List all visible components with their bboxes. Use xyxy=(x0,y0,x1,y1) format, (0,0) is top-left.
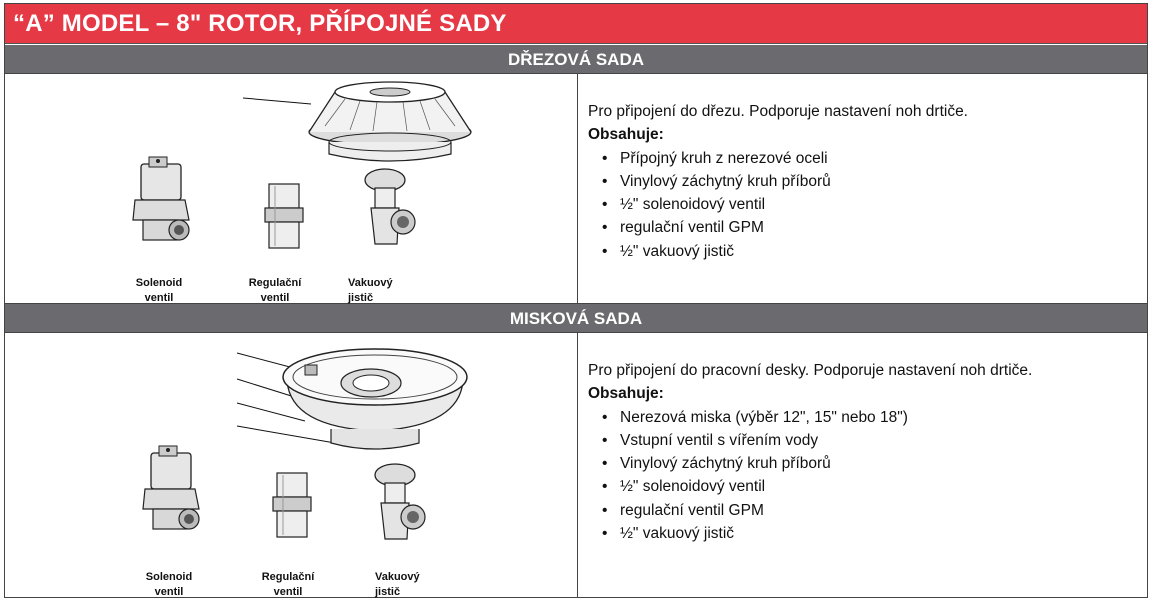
sink-kit-contains-label: Obsahuje: xyxy=(588,126,664,144)
sink-kit-description: Pro připojení do dřezu. Podporuje nastav… xyxy=(588,74,1147,303)
list-item: Přípojný kruh z nerezové oceli xyxy=(602,147,1147,171)
list-item: regulační ventil GPM xyxy=(602,216,1147,240)
list-item: ½" vakuový jistič xyxy=(602,240,1147,264)
sink-kit-illustration: Solenoid ventil Regulační ventil Vakuový… xyxy=(5,74,578,304)
section-bowl-kit: Solenoid ventil Regulační ventil Vakuový… xyxy=(5,333,1147,598)
kit-sheet: “A” MODEL – 8" ROTOR, PŘÍPOJNÉ SADY DŘEZ… xyxy=(4,3,1148,598)
bowl-kit-items: Nerezová miska (výběr 12", 15" nebo 18")… xyxy=(602,406,1147,546)
list-item: ½" solenoidový ventil xyxy=(602,475,1147,499)
regulation-valve-icon xyxy=(264,183,304,249)
caption-solenoid-valve: Solenoid ventil xyxy=(145,571,193,598)
sink-kit-items: Přípojný kruh z nerezové oceli Vinylový … xyxy=(602,147,1147,264)
list-item: Nerezová miska (výběr 12", 15" nebo 18") xyxy=(602,406,1147,430)
solenoid-valve-icon xyxy=(142,445,200,530)
bowl-kit-description: Pro připojení do pracovní desky. Podporu… xyxy=(588,333,1147,598)
page-title: “A” MODEL – 8" ROTOR, PŘÍPOJNÉ SADY xyxy=(5,4,1147,44)
list-item: Vstupní ventil s vířením vody xyxy=(602,429,1147,453)
caption-regulation-valve: Regulační ventil xyxy=(248,277,302,304)
solenoid-valve-icon xyxy=(132,156,190,241)
bowl-kit-contains-label: Obsahuje: xyxy=(588,385,664,403)
sink-ring-illustration xyxy=(242,81,472,162)
bowl-kit-intro: Pro připojení do pracovní desky. Podporu… xyxy=(588,362,1033,379)
sink-kit-intro: Pro připojení do dřezu. Podporuje nastav… xyxy=(588,103,968,120)
vacuum-breaker-icon xyxy=(364,168,416,245)
caption-solenoid-valve: Solenoid ventil xyxy=(135,277,183,304)
list-item: Vinylový záchytný kruh příborů xyxy=(602,170,1147,194)
list-item: ½" solenoidový ventil xyxy=(602,193,1147,217)
list-item: ½" vakuový jistič xyxy=(602,522,1147,546)
section-header-bowl-kit: MISKOVÁ SADA xyxy=(5,304,1147,333)
caption-vacuum-breaker: Vakuový jistič xyxy=(348,277,393,304)
bowl-kit-illustration: Solenoid ventil Regulační ventil Vakuový… xyxy=(5,333,578,598)
caption-vacuum-breaker: Vakuový jistič xyxy=(375,571,420,598)
bowl-illustration xyxy=(236,348,468,450)
vacuum-breaker-icon xyxy=(374,463,426,540)
list-item: regulační ventil GPM xyxy=(602,499,1147,523)
caption-regulation-valve: Regulační ventil xyxy=(261,571,315,598)
section-header-sink-kit: DŘEZOVÁ SADA xyxy=(5,45,1147,74)
regulation-valve-icon xyxy=(272,472,312,538)
list-item: Vinylový záchytný kruh příborů xyxy=(602,452,1147,476)
section-sink-kit: Solenoid ventil Regulační ventil Vakuový… xyxy=(5,74,1147,304)
